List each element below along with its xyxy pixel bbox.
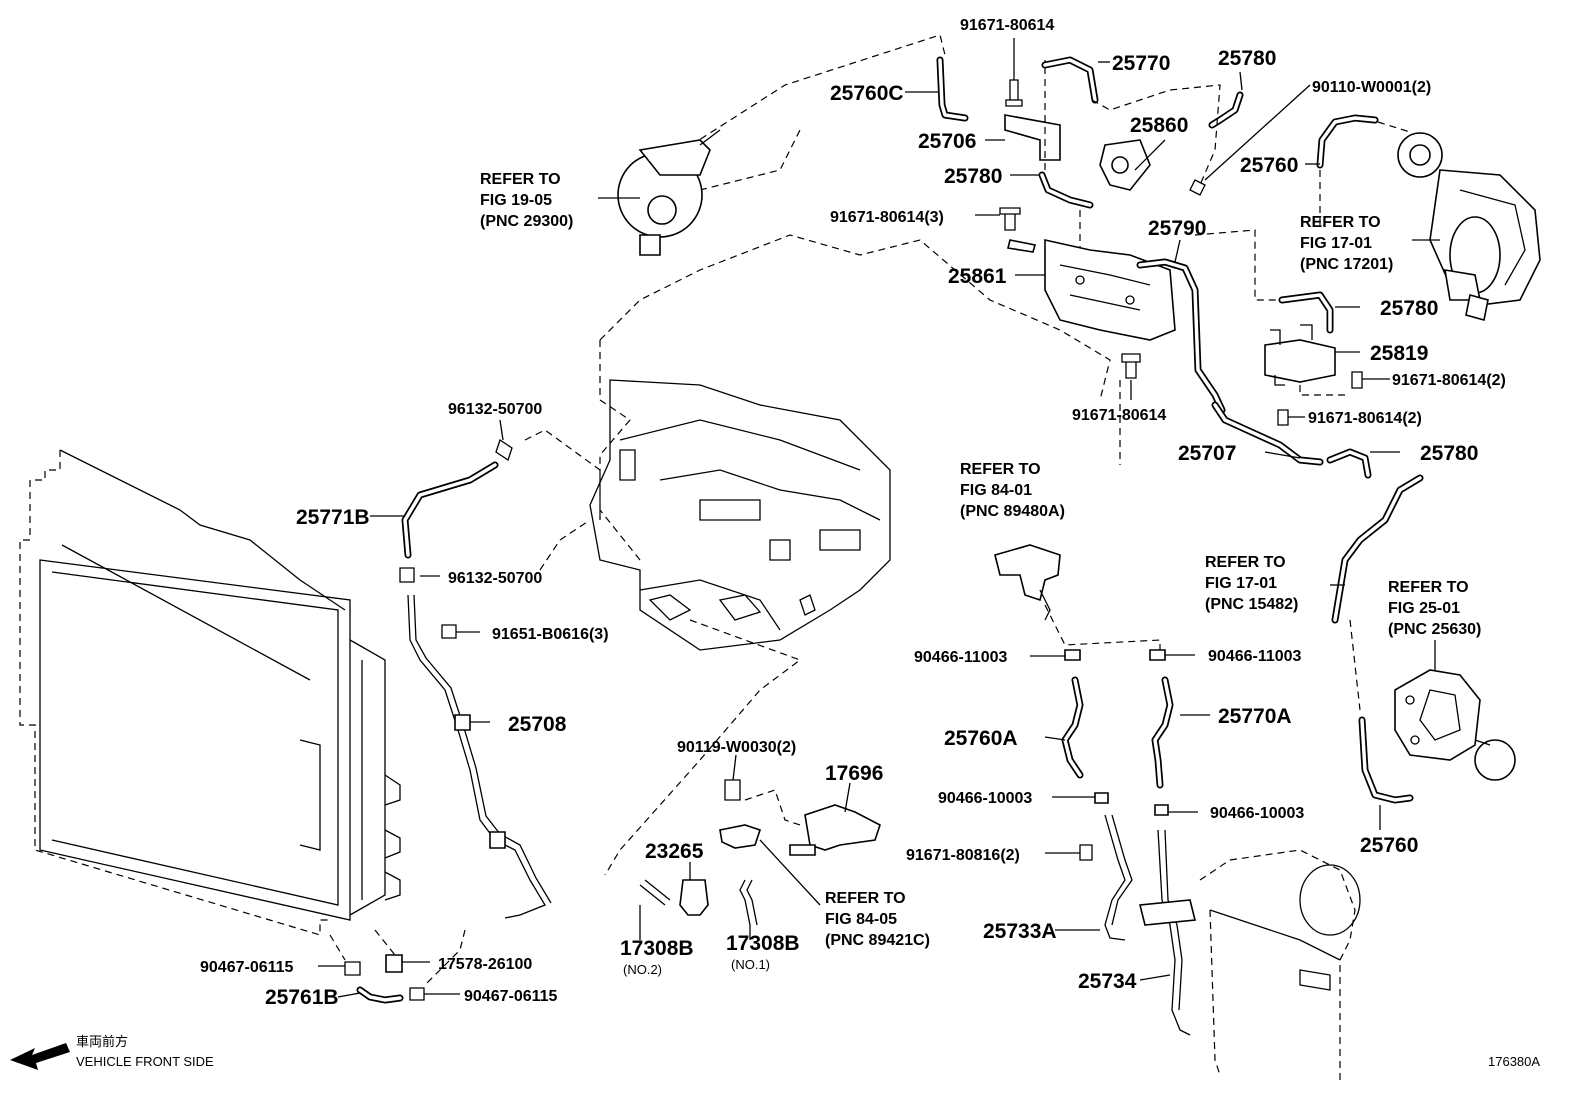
left-hose-system [329,429,601,1004]
part-labels: 91671-80614 25770 25780 90110-W0001(2) 2… [76,17,1540,1069]
label-96132-50700-top: 96132-50700 [448,401,542,418]
front-side-label: VEHICLE FRONT SIDE [76,1054,214,1069]
label-91671-80614-center: 91671-80614 [1072,407,1166,424]
label-25819: 25819 [1370,342,1428,365]
label-25770a: 25770A [1218,705,1292,728]
label-17308b-no1-sub: (NO.1) [731,957,770,972]
label-25860: 25860 [1130,114,1188,137]
turbocharger [1316,114,1541,322]
label-91671-80614-2a: 91671-80614(2) [1392,372,1506,389]
vsv-assembly-right [1264,291,1363,396]
label-25861: 25861 [948,265,1007,288]
lower-center-parts [599,509,881,926]
label-17696: 17696 [825,762,883,785]
refer-fig-17-01-a-line3: (PNC 17201) [1300,256,1393,273]
label-90467-06115-right: 90467-06115 [464,988,558,1005]
refer-fig-84-01-line1: REFER TO [960,461,1041,478]
figure-id: 176380A [1488,1054,1540,1069]
refer-fig-17-01-a-line1: REFER TO [1300,214,1381,231]
front-side-kanji: 車両前方 [76,1034,128,1050]
label-90466-10003-right: 90466-10003 [1210,805,1304,822]
pipe-25707 [1211,401,1424,711]
refer-fig-25-01-line1: REFER TO [1388,579,1469,596]
front-side-arrow-icon [10,1043,70,1070]
label-25780-right: 25780 [1380,297,1438,320]
refer-fig-25-01-line3: (PNC 25630) [1388,621,1481,638]
label-23265: 23265 [645,840,704,863]
engine-block [589,234,1111,651]
label-25760-top: 25760 [1240,154,1298,177]
label-25706: 25706 [918,130,976,153]
refer-fig-17-01-a-line2: FIG 17-01 [1300,235,1372,252]
label-25760a: 25760A [944,727,1018,750]
refer-fig-84-05-line3: (PNC 89421C) [825,932,930,949]
label-25734: 25734 [1078,970,1137,993]
leader-lines [318,38,1440,998]
label-17308b-no2-sub: (NO.2) [623,962,662,977]
label-91671-80816: 91671-80816(2) [906,847,1020,864]
label-25708: 25708 [508,713,567,736]
refer-fig-25-01-line2: FIG 25-01 [1388,600,1460,617]
label-91671-80614-top: 91671-80614 [960,17,1054,34]
label-17578-26100: 17578-26100 [438,956,532,973]
label-90119-w0030: 90119-W0030(2) [677,739,796,756]
label-25780-top: 25780 [1218,47,1276,70]
label-96132-50700-bottom: 96132-50700 [448,570,542,587]
pressure-sensor-assembly [994,544,1197,1036]
label-91651-b0616: 91651-B0616(3) [492,626,609,643]
refer-fig-84-01-line2: FIG 84-01 [960,482,1032,499]
label-25770: 25770 [1112,52,1170,75]
label-25733a: 25733A [983,920,1057,943]
upper-components [936,56,1280,465]
refer-fig-84-05-line1: REFER TO [825,890,906,907]
label-25760c: 25760C [830,82,904,105]
refer-fig-17-01-b-line1: REFER TO [1205,554,1286,571]
label-25760-bottom: 25760 [1360,834,1418,857]
label-17308b-no1: 17308B [726,932,800,955]
refer-fig-19-05-line1: REFER TO [480,171,561,188]
label-25780-low: 25780 [1420,442,1478,465]
label-90110-w0001: 90110-W0001(2) [1312,79,1431,96]
refer-fig-19-05-line2: FIG 19-05 [480,192,552,209]
refer-fig-84-01-line3: (PNC 89480A) [960,503,1065,520]
label-25790: 25790 [1148,217,1206,240]
label-90466-10003-left: 90466-10003 [938,790,1032,807]
label-25707: 25707 [1178,442,1236,465]
label-25761b: 25761B [265,986,339,1009]
label-91671-80614-2b: 91671-80614(2) [1308,410,1422,427]
label-90466-11003-right: 90466-11003 [1208,648,1302,665]
refer-fig-19-05-line3: (PNC 29300) [480,213,573,230]
label-90467-06115-left: 90467-06115 [200,959,294,976]
label-90466-11003-left: 90466-11003 [914,649,1008,666]
vacuum-pump [617,34,946,256]
label-17308b-no2: 17308B [620,937,694,960]
refer-fig-17-01-b-line3: (PNC 15482) [1205,596,1298,613]
refer-fig-84-05-line2: FIG 84-05 [825,911,897,928]
refer-fig-17-01-b-line2: FIG 17-01 [1205,575,1277,592]
egr-valve [1358,669,1516,804]
label-25771b: 25771B [296,506,370,529]
radiator [19,449,401,936]
label-91671-80614-3: 91671-80614(3) [830,209,944,226]
exhaust-pipe [1199,849,1361,1080]
label-25780-mid: 25780 [944,165,1002,188]
